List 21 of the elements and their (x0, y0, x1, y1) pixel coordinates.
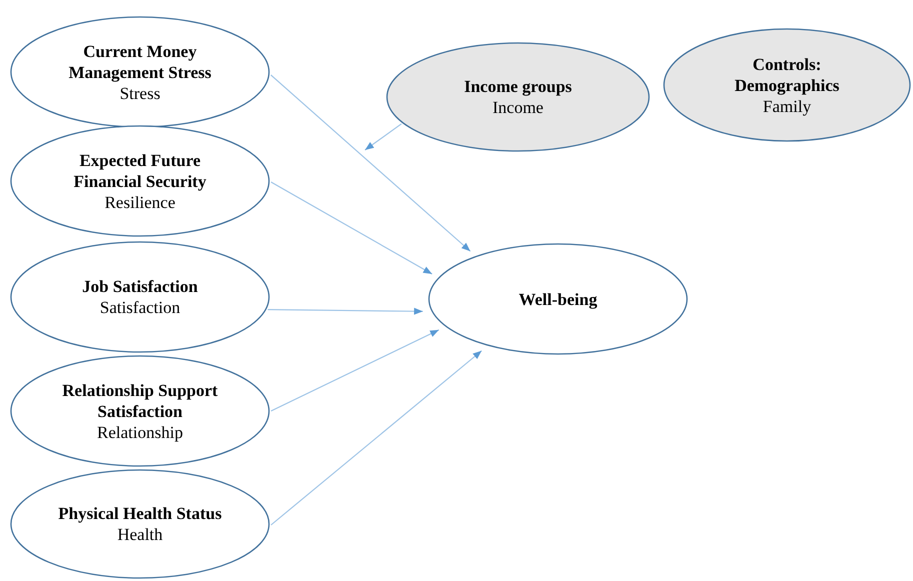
node-label: Family (762, 96, 812, 116)
node-heading: Relationship Support Satisfaction (61, 380, 219, 422)
node-heading: Controls: Demographics (734, 54, 840, 96)
node-heading: Physical Health Status (58, 503, 222, 524)
arrow (364, 123, 402, 150)
node-heading: Expected Future Financial Security (72, 150, 208, 192)
node-label: Relationship (97, 422, 183, 442)
node-label: Income (492, 97, 544, 118)
node-heading: Well-being (518, 288, 598, 310)
node-label: Stress (120, 82, 160, 104)
node-label: Satisfaction (100, 297, 180, 318)
node-label: Resilience (104, 192, 176, 212)
arrow (270, 74, 471, 252)
arrow (270, 350, 482, 526)
arrow (270, 329, 440, 412)
arrow (270, 182, 432, 274)
node-heading: Job Satisfaction (82, 276, 198, 297)
node-label: Health (117, 524, 163, 545)
arrow (268, 308, 423, 315)
node-heading: Current Money Management Stress (68, 40, 212, 82)
node-heading: Income groups (464, 76, 572, 97)
